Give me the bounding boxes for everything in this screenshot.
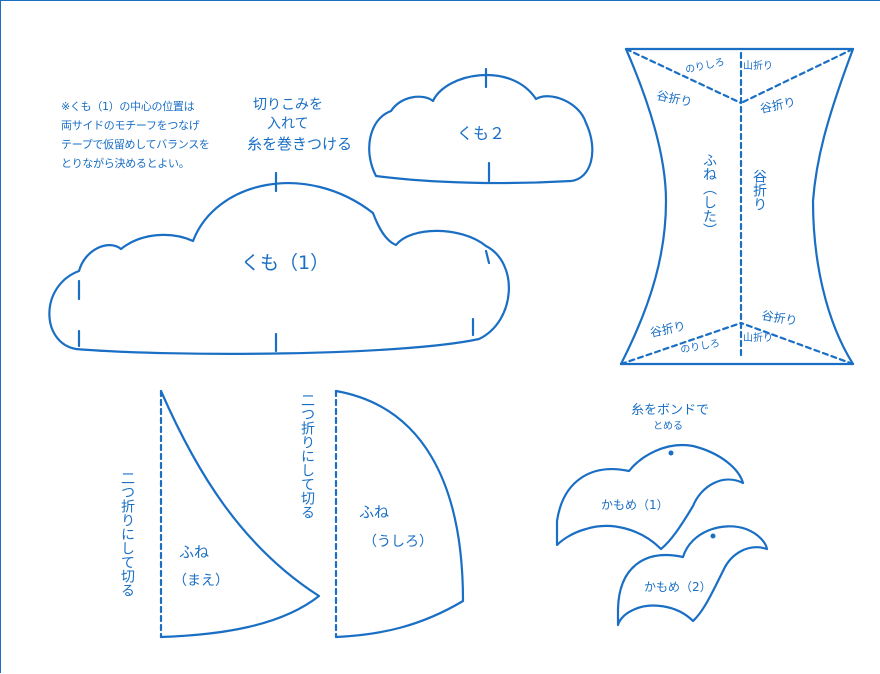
glue-thread-line-1: 糸をボンドで [631,403,709,418]
note-line-2: 両サイドのモチーフをつなげ [61,119,200,132]
seagull-1-label: かもめ（1） [601,498,669,512]
valley-fold-bottom-left: 谷折り [649,318,687,340]
mountain-fold-top: 山折り [743,59,773,72]
sail-back-sub: （うしろ） [363,534,433,550]
sail-front-shape [159,389,321,639]
cloud-1-shape [48,171,510,355]
glue-margin-top: のりしろ [684,56,726,76]
sail-bottom-labels: のりしろ 山折り 谷折り 谷折り ふね（した） 谷折り 谷折り 谷折り のりしろ… [649,56,799,356]
note-line-4: とりながら決めるとよい。 [61,157,190,170]
cloud-2-shape [368,67,594,185]
thread-line-2: 入れて [267,116,309,132]
cloud-1-label: くも（1） [241,252,329,274]
sail-back-label: ふね [359,503,389,521]
glue-margin-bottom: のりしろ [679,337,720,356]
glue-thread-line-2: とめる [653,420,683,432]
sail-front-fold-cut: 二つ折りにして切る [119,471,135,597]
mountain-fold-bottom: 山折り [743,331,773,344]
seagull-2-shape [616,525,769,627]
valley-fold-top-right: 谷折り [759,94,797,116]
sail-front-sub: （まえ） [173,573,229,589]
thread-instruction: 切りこみを 入れて 糸を巻きつける [247,97,352,153]
note-line-3: テープで仮留めしてバランスを [61,138,210,151]
valley-fold-center: 谷折り [751,169,767,211]
sail-front-labels: 二つ折りにして切る ふね （まえ） [119,471,229,597]
cloud-2-label: くも２ [457,124,505,143]
valley-fold-top-left: 谷折り [655,87,693,109]
seagull-2-label: かもめ（2） [644,580,712,594]
sail-bottom-label: ふね（した） [701,153,717,237]
sail-front-label: ふね [179,543,209,561]
sail-bottom-shape [619,47,855,366]
seagull-1-shape [555,443,745,551]
thread-line-1: 切りこみを [253,97,323,113]
valley-fold-bottom-right: 谷折り [760,307,798,328]
note-text: ※くも（1）の中心の位置は 両サイドのモチーフをつなげ テープで仮留めしてバラン… [61,97,261,173]
sail-back-fold-cut: 二つ折りにして切る [299,393,315,519]
sail-back-shape [334,389,465,639]
thread-line-3: 糸を巻きつける [247,135,352,153]
glue-thread-instruction: 糸をボンドで とめる [631,403,709,432]
sail-back-labels: 二つ折りにして切る ふね （うしろ） [299,393,433,550]
note-line-1: ※くも（1）の中心の位置は [61,100,195,113]
